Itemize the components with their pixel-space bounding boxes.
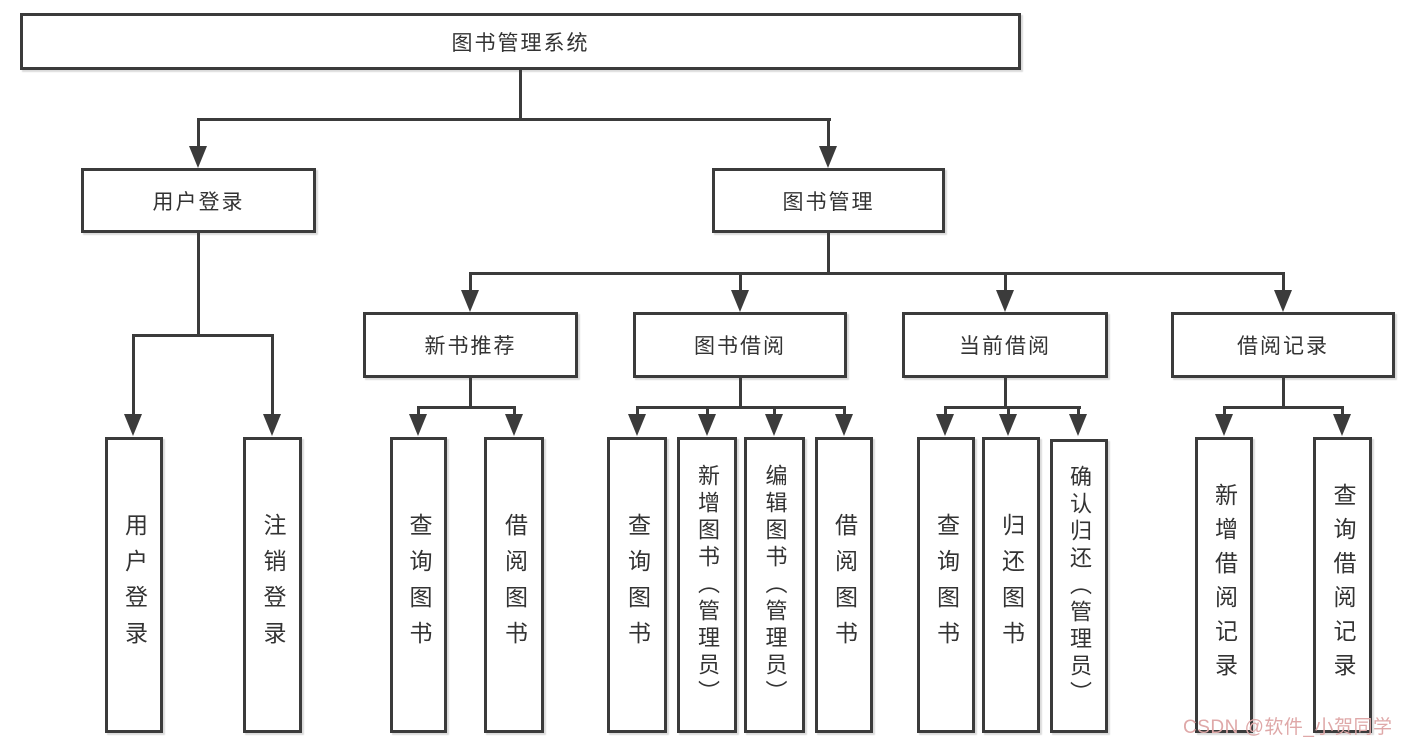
csdn-watermark: CSDN @软件_小贺同学 bbox=[1183, 717, 1393, 738]
node-borrowing-records: 借阅记录 bbox=[1171, 312, 1395, 378]
arrow-down-icon bbox=[936, 414, 954, 436]
connector-line bbox=[843, 406, 846, 416]
leaf-query-borrow-record: 查询借阅记录 bbox=[1313, 437, 1372, 733]
node-label: 借阅记录 bbox=[1237, 335, 1329, 358]
leaf-borrow-books-recommend: 借阅图书 bbox=[484, 437, 544, 733]
arrow-down-icon bbox=[731, 290, 749, 312]
connector-line bbox=[417, 406, 516, 409]
connector-line bbox=[1341, 406, 1344, 416]
node-label: 确认归还（管理员） bbox=[1067, 464, 1092, 708]
connector-line bbox=[197, 118, 200, 148]
node-label: 查询图书 bbox=[624, 513, 651, 657]
arrow-down-icon bbox=[996, 290, 1014, 312]
node-label: 新增图书（管理员） bbox=[695, 463, 720, 707]
connector-line bbox=[1007, 406, 1010, 416]
connector-line bbox=[469, 272, 472, 290]
connector-line bbox=[417, 406, 420, 416]
connector-line bbox=[469, 272, 1284, 275]
connector-line bbox=[636, 406, 639, 416]
connector-line bbox=[132, 334, 274, 337]
connector-line bbox=[1282, 378, 1285, 409]
connector-line bbox=[739, 272, 742, 290]
connector-line bbox=[1077, 406, 1080, 416]
node-label: 查询借阅记录 bbox=[1330, 483, 1356, 687]
node-label: 归还图书 bbox=[998, 513, 1025, 657]
leaf-query-books-current: 查询图书 bbox=[917, 437, 975, 733]
connector-line bbox=[132, 334, 135, 416]
arrow-down-icon bbox=[505, 414, 523, 436]
connector-line bbox=[706, 406, 709, 416]
leaf-query-books-recommend: 查询图书 bbox=[390, 437, 447, 733]
leaf-add-borrow-record: 新增借阅记录 bbox=[1195, 437, 1253, 733]
connector-line bbox=[197, 118, 831, 121]
node-user-login-group: 用户登录 bbox=[81, 168, 316, 233]
connector-line bbox=[197, 233, 200, 334]
node-label: 新增借阅记录 bbox=[1211, 483, 1238, 687]
arrow-down-icon bbox=[124, 414, 142, 436]
arrow-down-icon bbox=[698, 414, 716, 436]
leaf-return-books: 归还图书 bbox=[982, 437, 1040, 733]
node-label: 查询图书 bbox=[933, 513, 960, 657]
leaf-query-books-borrowing: 查询图书 bbox=[607, 437, 667, 733]
node-label: 图书借阅 bbox=[694, 335, 786, 358]
leaf-borrow-books-borrowing: 借阅图书 bbox=[815, 437, 873, 733]
arrow-down-icon bbox=[1333, 414, 1351, 436]
connector-line bbox=[773, 406, 776, 416]
node-label: 用户登录 bbox=[152, 190, 245, 214]
arrow-down-icon bbox=[835, 414, 853, 436]
node-current-borrowing: 当前借阅 bbox=[902, 312, 1108, 378]
node-label: 编辑图书（管理员） bbox=[762, 463, 788, 707]
node-library-system: 图书管理系统 bbox=[20, 13, 1021, 70]
node-book-management: 图书管理 bbox=[712, 168, 945, 233]
arrow-down-icon bbox=[765, 414, 783, 436]
arrow-down-icon bbox=[461, 290, 479, 312]
leaf-add-books-admin: 新增图书（管理员） bbox=[677, 437, 737, 733]
connector-line bbox=[827, 118, 830, 148]
arrow-down-icon bbox=[409, 414, 427, 436]
connector-line bbox=[1223, 406, 1226, 416]
connector-line bbox=[469, 378, 472, 409]
arrow-down-icon bbox=[819, 146, 837, 168]
arrow-down-icon bbox=[1069, 414, 1087, 436]
node-book-borrowing: 图书借阅 bbox=[633, 312, 847, 378]
arrow-down-icon bbox=[189, 146, 207, 168]
leaf-edit-books-admin: 编辑图书（管理员） bbox=[744, 437, 805, 733]
node-label: 查询图书 bbox=[406, 513, 432, 657]
connector-line bbox=[827, 233, 830, 274]
connector-line bbox=[519, 70, 522, 118]
node-label: 当前借阅 bbox=[959, 335, 1051, 358]
connector-line bbox=[1223, 406, 1344, 409]
leaf-logout: 注销登录 bbox=[243, 437, 302, 733]
node-label: 图书管理系统 bbox=[451, 31, 590, 55]
arrow-down-icon bbox=[1215, 414, 1233, 436]
connector-line bbox=[1004, 378, 1007, 409]
node-label: 新书推荐 bbox=[424, 335, 517, 358]
connector-line bbox=[739, 378, 742, 409]
connector-line bbox=[271, 334, 274, 416]
connector-line bbox=[636, 406, 846, 409]
node-label: 图书管理 bbox=[782, 190, 875, 214]
connector-line bbox=[944, 406, 1081, 409]
node-label: 借阅图书 bbox=[501, 513, 528, 657]
node-new-book-recommend: 新书推荐 bbox=[363, 312, 578, 378]
connector-line bbox=[1282, 272, 1285, 290]
leaf-confirm-return-admin: 确认归还（管理员） bbox=[1050, 439, 1108, 733]
node-label: 用户登录 bbox=[121, 513, 148, 657]
arrow-down-icon bbox=[999, 414, 1017, 436]
connector-line bbox=[944, 406, 947, 416]
arrow-down-icon bbox=[1274, 290, 1292, 312]
arrow-down-icon bbox=[263, 414, 281, 436]
node-label: 注销登录 bbox=[260, 513, 286, 657]
node-label: 借阅图书 bbox=[831, 513, 858, 657]
arrow-down-icon bbox=[628, 414, 646, 436]
connector-line bbox=[1004, 272, 1007, 290]
leaf-user-login: 用户登录 bbox=[105, 437, 163, 733]
connector-line bbox=[513, 406, 516, 416]
